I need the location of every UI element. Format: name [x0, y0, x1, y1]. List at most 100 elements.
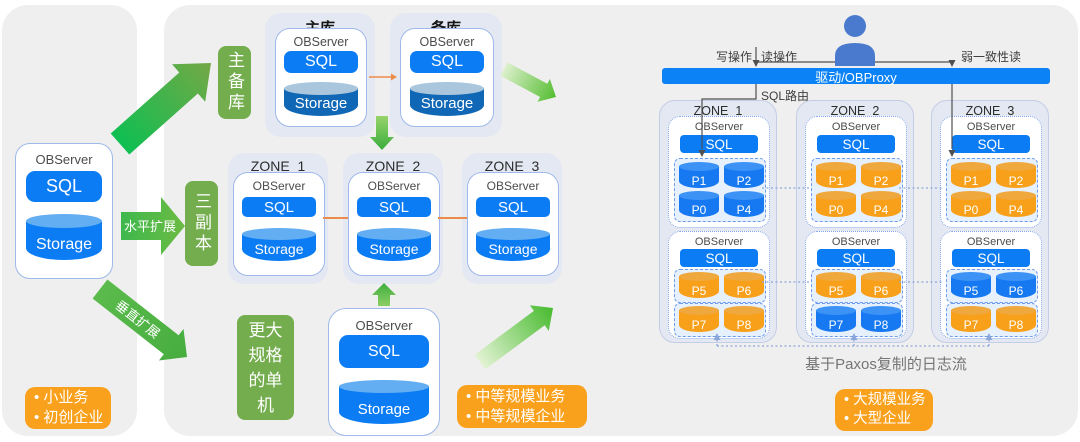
storage-cylinder: Storage [410, 82, 484, 116]
cylinder-top [951, 162, 991, 171]
partition-cylinder: P1 [951, 162, 991, 188]
partition-cylinder: P5 [816, 272, 856, 298]
tag-line: • 小业务 [34, 389, 89, 406]
partition-cylinder: P2 [724, 162, 764, 188]
cylinder-top [724, 306, 764, 315]
observer-title: OBServer [35, 152, 93, 167]
partition-cylinder: P7 [816, 306, 856, 332]
cylinder-top [996, 306, 1036, 315]
green-box-three-replicas: 三副本 [185, 181, 218, 266]
observer-box-zone3-mid: OBServer SQL Storage [467, 172, 559, 276]
partition-cylinder: P6 [861, 272, 901, 298]
partition-label: P5 [679, 276, 719, 298]
observer-box: OBServer SQL P1 P2 P0 P4 [805, 116, 907, 228]
group-label: ZONE_2 [830, 104, 880, 118]
observer-box-standalone: OBServer SQL Storage [15, 143, 113, 279]
tag-small-business: • 小业务 • 初创企业 [25, 387, 111, 429]
tag-medium-business: • 中等规模业务 • 中等规模企业 [457, 385, 587, 428]
cylinder-top [861, 306, 901, 315]
paxos-caption: 基于Paxos复制的日志流 [805, 356, 967, 373]
observer-title: OBServer [831, 121, 881, 133]
observer-title: OBServer [293, 35, 349, 49]
storage-cylinder: Storage [476, 228, 550, 261]
green-box-bigger-machine: 更大规格的单机 [237, 315, 294, 420]
group-label: ZONE_3 [484, 158, 540, 174]
cylinder-top [357, 228, 431, 240]
tag-line: • 中等规模业务 [466, 387, 566, 405]
partition-label: P0 [679, 195, 719, 217]
partition-label: P5 [951, 276, 991, 298]
partition-cylinder: P8 [861, 306, 901, 332]
sql-layer: SQL [817, 249, 895, 267]
sql-layer: SQL [680, 249, 758, 267]
storage-label: Storage [26, 221, 102, 260]
cylinder-top [816, 306, 856, 315]
observer-title: OBServer [355, 318, 413, 333]
group-label: ZONE_2 [365, 158, 421, 174]
storage-cylinder: Storage [242, 228, 316, 261]
cylinder-top [861, 272, 901, 281]
cylinder-top [26, 214, 102, 228]
partition-cylinder: P7 [951, 306, 991, 332]
obproxy-bar: 驱动/OBProxy [662, 68, 1050, 85]
cylinder-top [996, 162, 1036, 171]
partition-label: P7 [679, 310, 719, 332]
partition-cylinder: P8 [724, 306, 764, 332]
sql-layer: SQL [817, 135, 895, 153]
observer-box-standby: OBServer SQL Storage [400, 28, 494, 127]
sql-layer: SQL [680, 135, 758, 153]
partition-cylinder: P5 [951, 272, 991, 298]
storage-cylinder: Storage [26, 214, 102, 260]
group-zone1-mid: ZONE_1 OBServer SQL Storage [228, 153, 328, 284]
cylinder-top [861, 162, 901, 171]
partition-label: P5 [816, 276, 856, 298]
label-write-op: 写操作 [715, 50, 752, 64]
cylinder-top [476, 228, 550, 240]
cylinder-top [679, 162, 719, 171]
cylinder-top [951, 272, 991, 281]
observer-title: OBServer [252, 179, 306, 193]
partition-label: P6 [724, 276, 764, 298]
cylinder-top [816, 272, 856, 281]
observer-box-bigger-machine: OBServer SQL Storage [328, 308, 440, 436]
observer-title: OBServer [367, 179, 421, 193]
observer-title: OBServer [694, 236, 744, 248]
partition-cylinder: P0 [951, 191, 991, 217]
green-box-primary-backup: 主备库 [218, 46, 251, 119]
cylinder-top [816, 162, 856, 171]
partition-cylinder: P1 [679, 162, 719, 188]
sql-layer: SQL [476, 197, 550, 217]
partition-label: P7 [951, 310, 991, 332]
observer-title: OBServer [966, 121, 1016, 133]
partition-label: P4 [861, 195, 901, 217]
tag-line: • 大型企业 [844, 411, 912, 427]
group-zone2-cluster: ZONE_2 OBServer SQL P1 P2 P0 P4 OBServer… [796, 100, 914, 343]
observer-title: OBServer [419, 35, 475, 49]
partition-label: P0 [816, 195, 856, 217]
partition-label: P4 [996, 195, 1036, 217]
partition-label: P1 [951, 166, 991, 188]
observer-box: OBServer SQL P5 P6 P7 P8 [805, 231, 907, 339]
partition-label: P6 [861, 276, 901, 298]
partition-cylinder: P0 [679, 191, 719, 217]
partition-cylinder: P5 [679, 272, 719, 298]
partition-label: P2 [996, 166, 1036, 188]
partition-label: P8 [724, 310, 764, 332]
partition-label: P6 [996, 276, 1036, 298]
partition-label: P0 [951, 195, 991, 217]
sql-layer: SQL [952, 249, 1030, 267]
cylinder-top [242, 228, 316, 240]
tag-line: • 中等规模企业 [466, 407, 566, 425]
partition-cylinder: P7 [679, 306, 719, 332]
partition-cylinder: P6 [996, 272, 1036, 298]
cylinder-top [724, 162, 764, 171]
storage-cylinder: Storage [284, 82, 358, 116]
partition-cylinder: P6 [724, 272, 764, 298]
sql-layer: SQL [26, 171, 102, 202]
group-primary-db: 主库 OBServer SQL Storage [265, 13, 375, 137]
partition-label: P1 [816, 166, 856, 188]
cylinder-top [996, 191, 1036, 200]
cylinder-top [861, 191, 901, 200]
observer-title: OBServer [966, 236, 1016, 248]
